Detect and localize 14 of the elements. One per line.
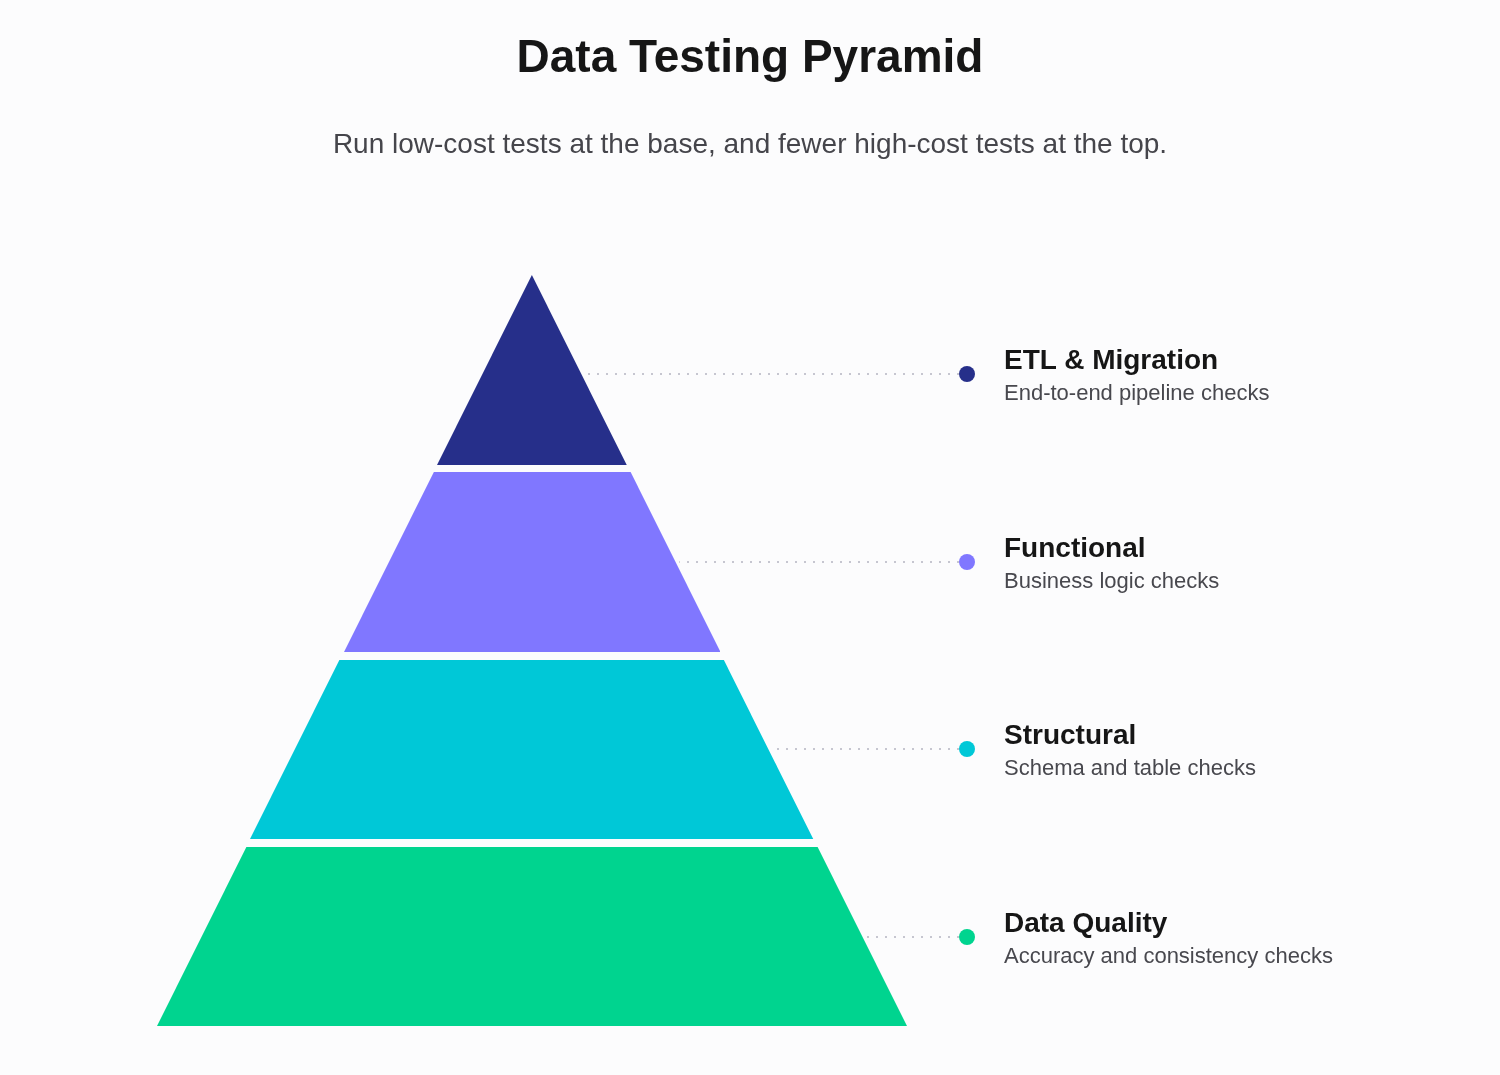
subtitle: Run low-cost tests at the base, and fewer high-cost tests at the top. xyxy=(332,127,1168,161)
tier-title: Data Quality xyxy=(1004,907,1169,939)
pyramid-tier xyxy=(343,472,721,652)
tier-title: ETL & Migration xyxy=(1004,344,1220,376)
tier-description: Business logic checks xyxy=(1004,567,1220,595)
pyramid-tier xyxy=(157,847,907,1026)
tier-description: Schema and table checks xyxy=(1004,754,1256,782)
tier-description: Accuracy and consistency checks xyxy=(1004,942,1333,970)
pyramid-tier xyxy=(250,660,814,839)
title: Data Testing Pyramid xyxy=(516,29,984,84)
pyramid-tier xyxy=(437,275,627,465)
tier-title: Structural xyxy=(1004,719,1138,751)
tier-description: End-to-end pipeline checks xyxy=(1004,379,1270,407)
tier-title: Functional xyxy=(1004,532,1147,564)
